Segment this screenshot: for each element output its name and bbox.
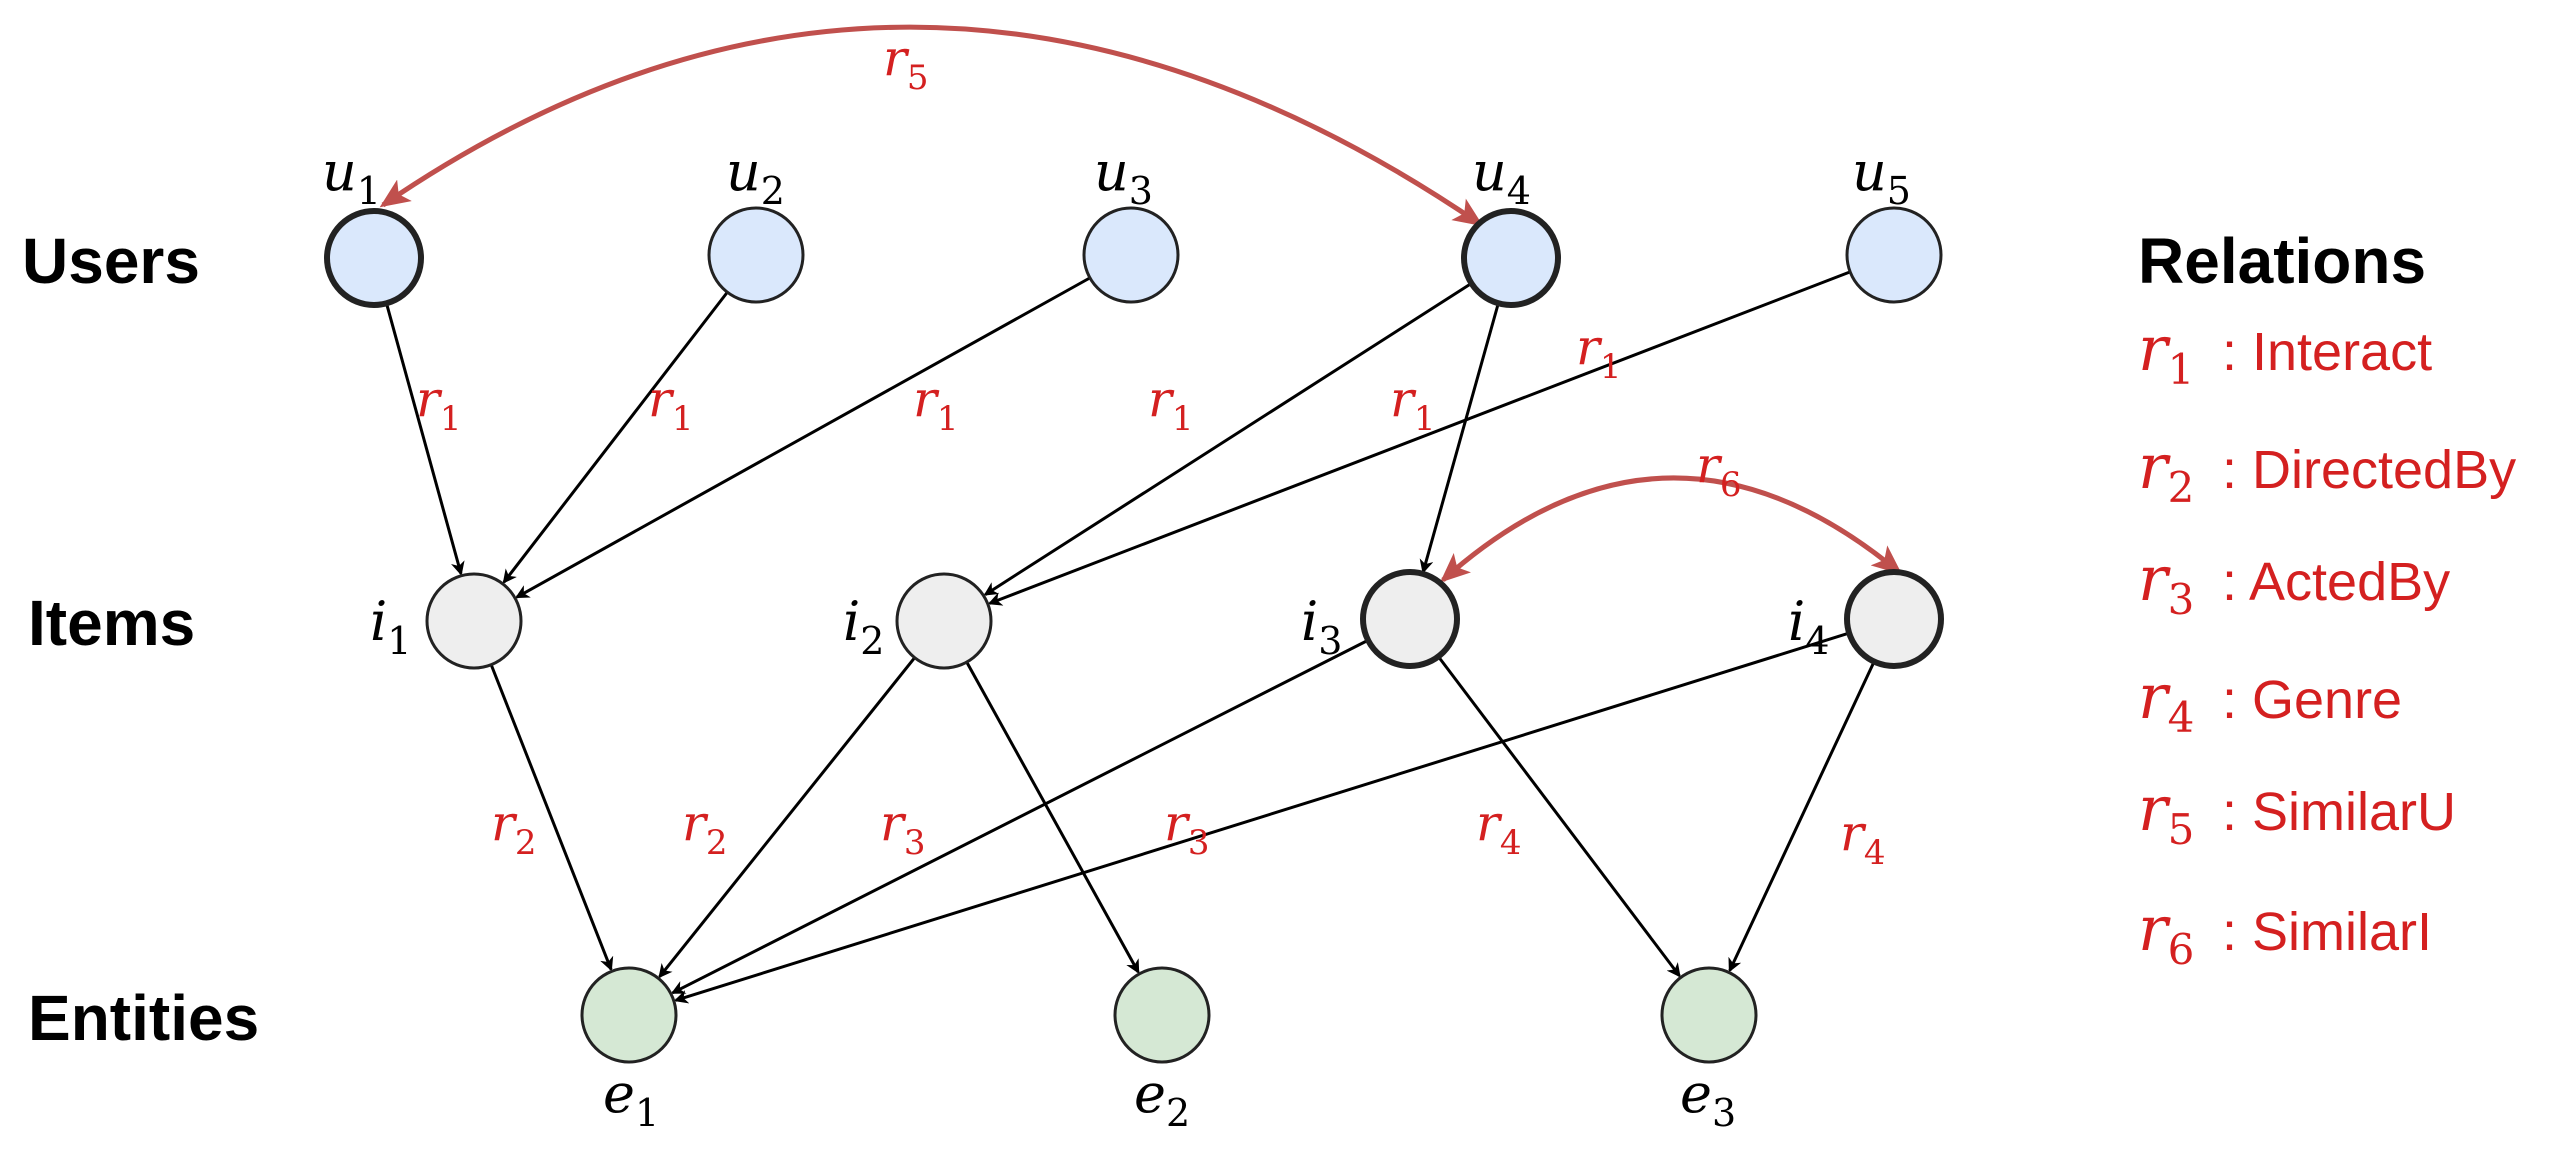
legend-text-r4: : Genre — [2222, 670, 2402, 730]
user-node-u2 — [707, 206, 805, 304]
row-label-entities: Entities — [28, 982, 259, 1054]
user-node-u3 — [1082, 206, 1180, 304]
legend-symbol-r4: r4 — [2138, 660, 2194, 742]
edge-u4-i2 — [983, 282, 1473, 596]
relation-label-i2-e1: r2 — [682, 794, 728, 863]
relation-label-u5-i2: r1 — [1576, 318, 1622, 387]
edge-u3-i1 — [515, 276, 1091, 599]
relation-label-u3-i1: r1 — [913, 370, 959, 439]
relation-label-i3-e3: r4 — [1476, 794, 1522, 863]
relation-label-i4-e1: r3 — [1164, 794, 1210, 863]
edge-i2-e1 — [658, 656, 916, 979]
edge-i3-e3 — [1437, 655, 1681, 978]
relation-label-u1-i1: r1 — [416, 370, 462, 439]
relation-label-i3-i4: r6 — [1696, 436, 1742, 505]
edge-u1-i1 — [385, 302, 465, 576]
entity-node-e1 — [580, 966, 678, 1064]
node-label-u4: u4 — [1472, 140, 1531, 213]
legend-entry-r4: r4 : Genre — [2138, 660, 2402, 742]
legend-symbol-r2: r2 — [2138, 430, 2194, 512]
relation-label-i3-e1: r3 — [880, 794, 926, 863]
node-label-u3: u3 — [1094, 140, 1153, 213]
legend-symbol-r6: r6 — [2138, 892, 2194, 974]
legend-text-r5: : SimilarU — [2222, 782, 2456, 842]
node-label-e3: e3 — [1680, 1062, 1736, 1135]
legend-text-r3: : ActedBy — [2222, 552, 2450, 612]
relation-labels-group: r1 r1 r1 r1 r1 r1 r2 r2 r3 r3 r4 r4 r5 r6 — [416, 29, 1886, 873]
edge-u5-i2 — [987, 270, 1851, 606]
relation-label-u4-i3: r1 — [1390, 370, 1436, 439]
edge-i4-e1 — [673, 631, 1850, 1004]
node-label-i4: i4 — [1788, 590, 1829, 663]
legend-entry-r2: r2 : DirectedBy — [2138, 430, 2516, 512]
legend-entry-r5: r5 : SimilarU — [2138, 772, 2456, 854]
legend-symbol-r1: r1 — [2138, 312, 2194, 394]
edge-u4-i3 — [1419, 302, 1500, 574]
node-label-e1: e1 — [603, 1062, 659, 1135]
node-label-u5: u5 — [1852, 140, 1911, 213]
row-label-items: Items — [28, 587, 195, 659]
legend-entry-r3: r3 : ActedBy — [2138, 542, 2450, 624]
item-node-i4 — [1844, 569, 1944, 669]
legend-symbol-r5: r5 — [2138, 772, 2194, 854]
similar-edge-i3-i4 — [1440, 475, 1903, 583]
node-label-u2: u2 — [726, 140, 785, 213]
item-node-i1 — [425, 572, 523, 670]
relation-label-i4-e3: r4 — [1840, 804, 1886, 873]
user-node-u1 — [324, 208, 424, 308]
relation-label-u1-u4: r5 — [883, 29, 929, 98]
edge-i3-e1 — [670, 638, 1369, 995]
edge-i1-e1 — [489, 664, 614, 972]
legend-entry-r1: r1 : Interact — [2138, 312, 2432, 394]
entity-node-e3 — [1660, 966, 1758, 1064]
user-node-u4 — [1461, 208, 1561, 308]
edge-u2-i1 — [502, 291, 729, 584]
node-label-i1: i1 — [370, 590, 411, 663]
relation-label-u2-i1: r1 — [648, 370, 694, 439]
node-label-u1: u1 — [322, 140, 381, 213]
item-node-i2 — [895, 572, 993, 670]
entity-node-e2 — [1113, 966, 1211, 1064]
edge-i4-e3 — [1728, 660, 1876, 973]
node-label-i3: i3 — [1301, 590, 1342, 663]
row-label-users: Users — [22, 225, 200, 297]
edges-group — [385, 270, 1876, 1004]
item-node-i3 — [1360, 569, 1460, 669]
relation-label-u4-i2: r1 — [1148, 370, 1194, 439]
legend-text-r6: : SimilarI — [2222, 902, 2432, 962]
legend-title: Relations — [2138, 225, 2426, 297]
node-label-i2: i2 — [843, 590, 884, 663]
relation-label-i1-e1: r2 — [491, 794, 537, 863]
legend-symbol-r3: r3 — [2138, 542, 2194, 624]
user-node-u5 — [1845, 206, 1943, 304]
relations-legend: Relations r1 : Interact r2 : DirectedBy r3 : … — [2138, 225, 2516, 974]
node-label-e2: e2 — [1134, 1062, 1190, 1135]
legend-entry-r6: r6 : SimilarI — [2138, 892, 2432, 974]
nodes-group: u1 u2 u3 u4 u5 i1 i2 i3 i4 e1 e2 e3 — [322, 140, 1944, 1135]
edge-i2-e2 — [965, 661, 1140, 974]
similar-edge-u1-u4 — [379, 24, 1484, 227]
legend-text-r1: : Interact — [2222, 322, 2432, 382]
similar-edges-group — [379, 24, 1903, 583]
legend-text-r2: : DirectedBy — [2222, 440, 2516, 500]
